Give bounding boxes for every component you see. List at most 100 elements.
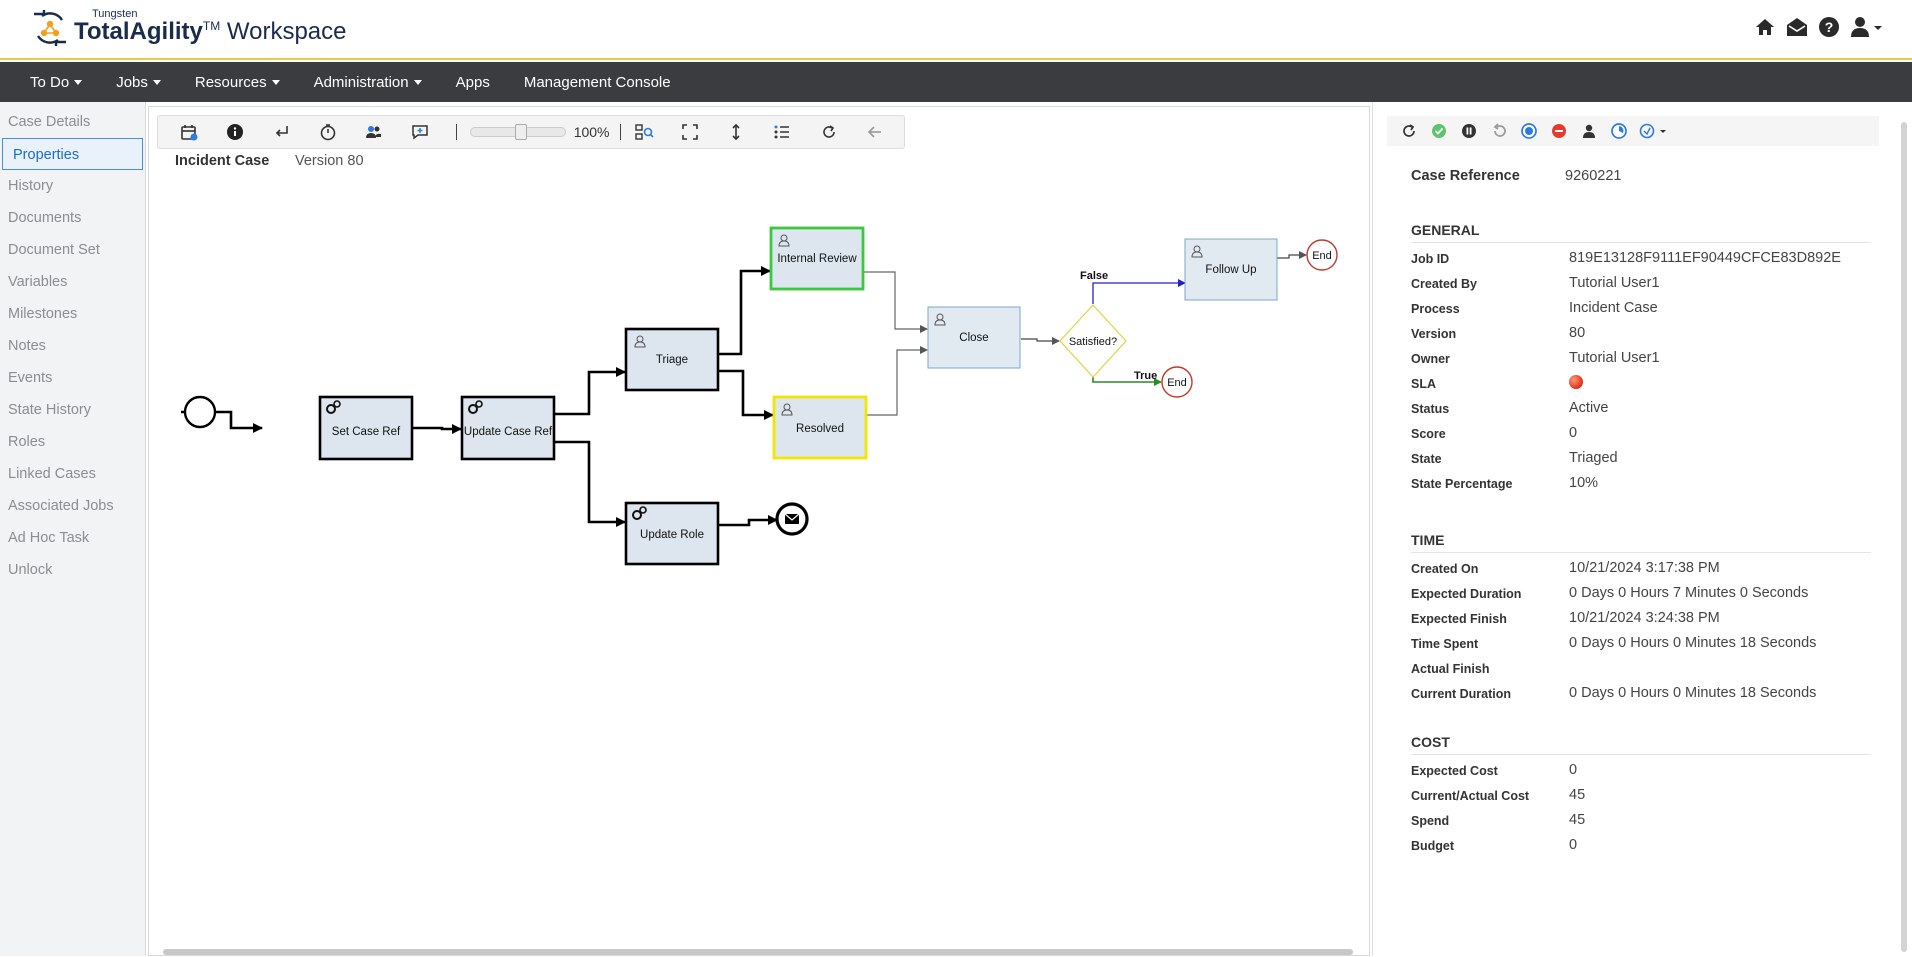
start-event[interactable]	[183, 395, 217, 429]
node-label-update-case-ref: Update Case Ref	[464, 426, 553, 438]
horizontal-scrollbar[interactable]	[163, 949, 1353, 955]
users-icon[interactable]	[357, 118, 391, 146]
sidebar-item-notes[interactable]: Notes	[8, 338, 46, 354]
connector-set-update-case-ref	[413, 424, 462, 434]
record-icon[interactable]	[1519, 121, 1539, 141]
connector-satisfied-true	[1092, 377, 1162, 386]
back-arrow-icon[interactable]	[858, 118, 892, 146]
node-internal-review[interactable]: Internal Review	[769, 226, 865, 291]
timer-icon[interactable]	[311, 118, 345, 146]
property-label: Created By	[1411, 277, 1477, 291]
section-title-cost: COST	[1411, 734, 1871, 755]
node-triage[interactable]: Triage	[624, 327, 720, 392]
refresh-icon[interactable]	[1399, 121, 1419, 141]
node-label-update-role: Update Role	[640, 529, 704, 541]
sidebar-item-state-history[interactable]: State History	[8, 402, 91, 418]
connector-update-update-role	[555, 440, 626, 527]
scrollbar-thumb[interactable]	[1901, 122, 1907, 952]
sidebar-item-ad-hoc-task[interactable]: Ad Hoc Task	[8, 530, 90, 546]
refresh-icon[interactable]	[811, 118, 845, 146]
pause-icon[interactable]	[1459, 121, 1479, 141]
connector-followup-end	[1277, 251, 1307, 259]
sidebar-item-events[interactable]: Events	[8, 370, 53, 386]
node-follow-up[interactable]: Follow Up	[1184, 238, 1278, 301]
property-label: Status	[1411, 402, 1450, 416]
nav-todo[interactable]: To Do	[18, 62, 94, 102]
connector-triage-internal-review	[719, 266, 771, 356]
sidebar-item-linked-cases[interactable]: Linked Cases	[8, 466, 96, 482]
complete-icon[interactable]	[1429, 121, 1449, 141]
process-map-canvas[interactable]: Set Case Ref Update Case Ref Triage	[148, 106, 1370, 956]
vertical-scrollbar[interactable]	[1900, 110, 1908, 956]
end-event-true[interactable]: End	[1161, 366, 1193, 398]
property-value: 0	[1569, 837, 1578, 853]
logo-text: Tungsten TotalAgilityTM Workspace	[74, 6, 347, 46]
vertical-resize-icon[interactable]	[719, 118, 753, 146]
help-icon[interactable]: ?	[1818, 16, 1840, 38]
undo-icon[interactable]	[1489, 121, 1509, 141]
main-nav: To Do Jobs Resources Administration Apps…	[0, 62, 1912, 102]
inbox-icon[interactable]	[1786, 16, 1808, 38]
enter-icon[interactable]	[265, 118, 299, 146]
sidebar-item-associated-jobs[interactable]: Associated Jobs	[8, 498, 114, 514]
zoom-slider[interactable]	[470, 124, 566, 140]
nav-resources[interactable]: Resources	[183, 62, 292, 102]
envelope-icon	[785, 514, 799, 524]
node-set-case-ref[interactable]: Set Case Ref	[318, 395, 414, 461]
list-icon[interactable]	[765, 118, 799, 146]
priority-icon[interactable]	[1609, 121, 1629, 141]
node-resolved[interactable]: Resolved	[772, 395, 868, 460]
sidebar-item-document-set[interactable]: Document Set	[8, 242, 100, 258]
find-node-icon[interactable]	[626, 118, 660, 146]
node-label-follow-up: Follow Up	[1205, 264, 1256, 276]
comment-add-icon[interactable]	[403, 118, 437, 146]
sidebar-item-variables[interactable]: Variables	[8, 274, 68, 290]
assign-user-icon[interactable]	[1579, 121, 1599, 141]
node-update-case-ref[interactable]: Update Case Ref	[460, 395, 556, 461]
sidebar-item-case-details[interactable]: Case Details	[8, 114, 91, 130]
app-logo[interactable]: Tungsten TotalAgilityTM Workspace	[28, 6, 347, 50]
nav-resources-label: Resources	[194, 73, 267, 91]
terminate-icon[interactable]	[1549, 121, 1569, 141]
home-icon[interactable]	[1754, 16, 1776, 38]
sidebar-item-documents[interactable]: Documents	[8, 210, 82, 226]
info-icon[interactable]	[218, 118, 252, 146]
fit-screen-icon[interactable]	[673, 118, 707, 146]
branch-label-true: True	[1134, 370, 1157, 382]
node-update-role[interactable]: Update Role	[624, 501, 720, 566]
options-dropdown-icon[interactable]	[1639, 121, 1669, 141]
nav-jobs[interactable]: Jobs	[104, 62, 173, 102]
nav-management-console[interactable]: Management Console	[512, 62, 683, 102]
property-label: Process	[1411, 302, 1460, 316]
decision-satisfied[interactable]: Satisfied?	[1059, 304, 1127, 378]
gears-icon	[632, 506, 647, 520]
property-label: Created On	[1411, 562, 1479, 576]
node-close[interactable]: Close	[927, 306, 1021, 369]
sidebar-item-properties[interactable]: Properties	[2, 138, 143, 170]
nav-todo-label: To Do	[30, 73, 70, 91]
zoom-slider-thumb[interactable]	[515, 124, 528, 140]
end-event-follow-up[interactable]: End	[1306, 239, 1338, 271]
nav-administration-label: Administration	[313, 73, 409, 91]
user-task-icon	[1191, 245, 1203, 258]
chevron-down-icon	[74, 79, 83, 85]
nav-administration[interactable]: Administration	[302, 62, 434, 102]
calendar-icon[interactable]	[172, 118, 206, 146]
message-end-event[interactable]	[775, 502, 809, 536]
sidebar-item-roles[interactable]: Roles	[8, 434, 46, 450]
connector-resolved-close	[867, 346, 928, 416]
sidebar-item-history[interactable]: History	[8, 178, 54, 194]
connector-review-close	[864, 271, 928, 333]
nav-apps[interactable]: Apps	[444, 62, 502, 102]
sidebar-item-unlock[interactable]: Unlock	[8, 562, 53, 578]
toolbar-separator	[455, 124, 457, 140]
sidebar-item-milestones[interactable]: Milestones	[8, 306, 78, 322]
user-icon[interactable]	[1850, 16, 1884, 38]
